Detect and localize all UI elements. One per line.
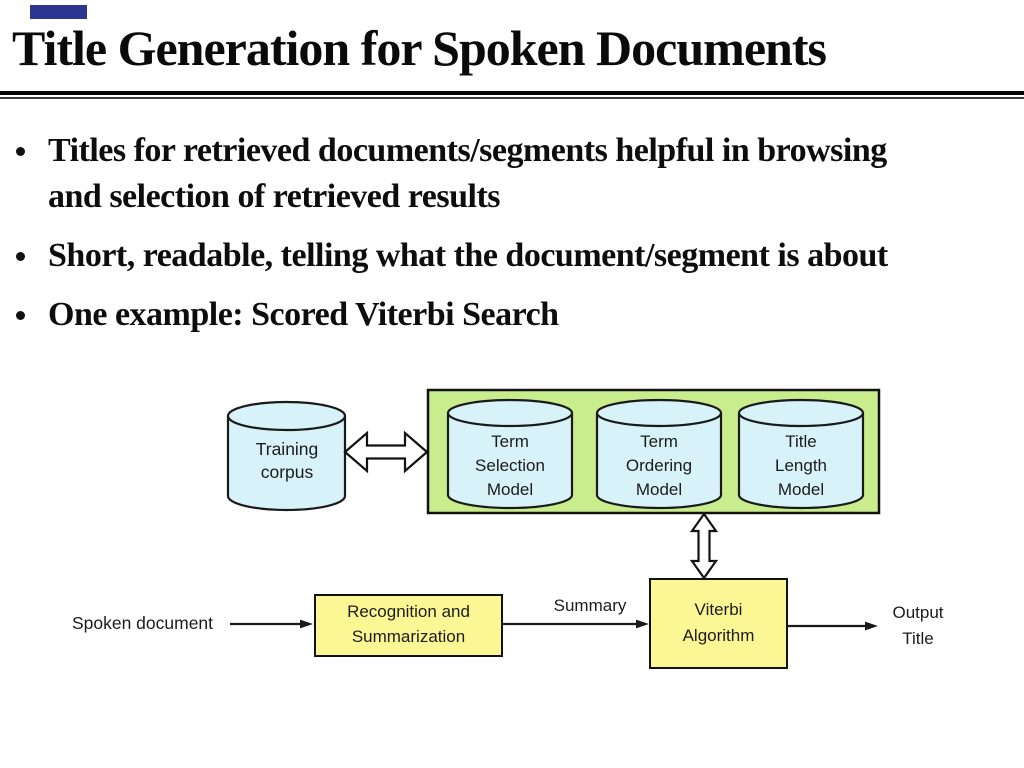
bullet-1-line-2: and selection of retrieved results: [48, 178, 501, 215]
bullet-dot: [16, 147, 25, 156]
training-models-double-arrow: [343, 430, 429, 474]
bullet-dot: [16, 252, 25, 261]
bullet-item-3: One example: Scored Viterbi Search: [0, 292, 1000, 338]
term-ordering-model-label: Term Ordering Model: [625, 432, 693, 499]
viterbi-algorithm-label: Viterbi Algorithm: [682, 600, 755, 645]
spoken-to-recognition-arrowhead: [300, 619, 313, 629]
output-title-label: Output Title: [892, 603, 944, 648]
slide-title: Title Generation for Spoken Documents: [12, 20, 827, 76]
bullet-list: Titles for retrieved documents/segments …: [0, 128, 1000, 351]
corner-accent-rect: [30, 5, 87, 19]
spoken-document-label: Spoken document: [71, 613, 214, 633]
viterbi-to-output-arrowhead: [865, 621, 878, 631]
training-corpus-cylinder-top: [226, 400, 347, 432]
bullet-dot: [16, 311, 25, 320]
term-selection-cylinder-body: [446, 413, 574, 510]
training-corpus-label: Training corpus: [255, 439, 319, 482]
title-rule-thick: [0, 91, 1024, 95]
bullet-3-line-1: One example: Scored Viterbi Search: [48, 296, 559, 333]
recognition-summarization-box: [314, 594, 503, 657]
bullet-item-2: Short, readable, telling what the docume…: [0, 233, 1000, 279]
title-length-model-label: Title Length Model: [775, 432, 827, 499]
training-corpus-cylinder-body: [226, 416, 347, 512]
bullet-2-line-1: Short, readable, telling what the docume…: [48, 237, 888, 274]
title-rule-thin: [0, 97, 1024, 99]
recognition-summarization-label: Recognition and Summarization: [347, 602, 470, 646]
title-length-cylinder-top: [737, 398, 865, 428]
bullet-item-1: Titles for retrieved documents/segments …: [0, 128, 1000, 220]
models-viterbi-double-arrow: [689, 512, 719, 580]
term-ordering-cylinder-top: [595, 398, 723, 428]
viterbi-algorithm-box: [649, 578, 788, 669]
bullet-1-line-1: Titles for retrieved documents/segments …: [48, 132, 887, 169]
term-selection-cylinder-top: [446, 398, 574, 428]
term-ordering-cylinder-body: [595, 413, 723, 510]
term-selection-model-label: Term Selection Model: [475, 432, 545, 499]
summary-label: Summary: [553, 596, 627, 615]
summary-arrowhead: [636, 619, 649, 629]
title-length-cylinder-body: [737, 413, 865, 510]
